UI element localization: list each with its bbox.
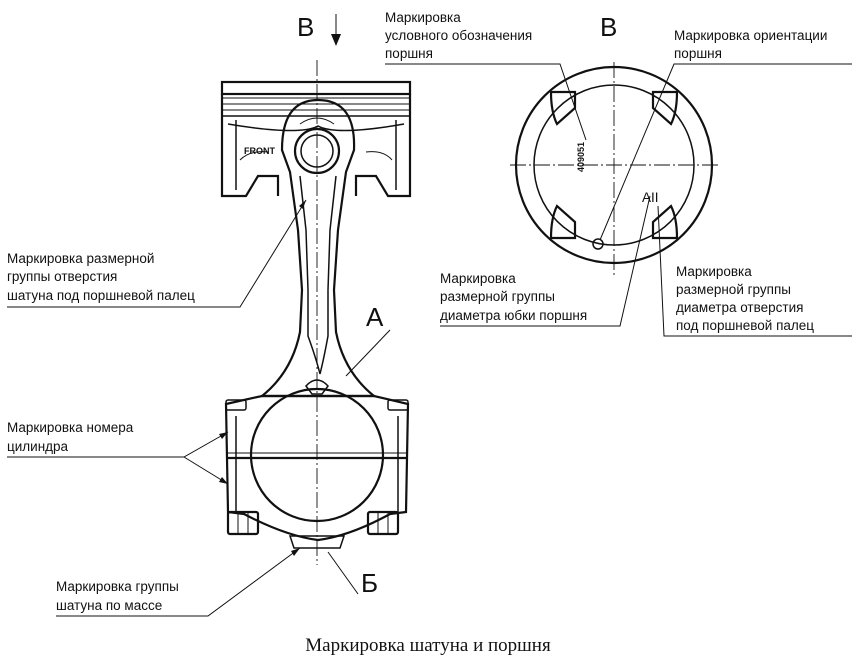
label-rod-bore-group: Маркировка размерной группы отверстия ша…	[7, 199, 307, 308]
svg-text:группы отверстия: группы отверстия	[7, 269, 117, 284]
svg-text:цилиндра: цилиндра	[7, 439, 69, 454]
svg-text:поршня: поршня	[674, 46, 722, 61]
svg-text:диаметра юбки поршня: диаметра юбки поршня	[440, 308, 587, 323]
big-end-bore	[249, 387, 385, 523]
svg-text:Маркировка: Маркировка	[440, 271, 516, 286]
size-group-stamp: AII	[642, 190, 659, 205]
svg-text:шатуна по массе: шатуна по массе	[56, 598, 162, 613]
orientation-dot	[592, 238, 604, 250]
label-mass-group: Маркировка группы шатуна по массе	[56, 547, 301, 617]
svg-text:размерной группы: размерной группы	[676, 282, 791, 297]
figure-caption: Маркировка шатуна и поршня	[305, 635, 551, 656]
svg-text:диаметра отверстия: диаметра отверстия	[676, 300, 803, 315]
view-letter-b-left: В	[297, 12, 314, 42]
svg-text:Маркировка ориентации: Маркировка ориентации	[674, 28, 827, 43]
label-pin-bore-size-group: Маркировка размерной группы диаметра отв…	[657, 205, 852, 337]
label-orientation: Маркировка ориентации поршня	[599, 28, 852, 241]
connecting-rod-assembly: В FRONT	[220, 12, 412, 598]
svg-text:шатуна под поршневой палец: шатуна под поршневой палец	[7, 288, 195, 303]
svg-text:Маркировка: Маркировка	[676, 264, 752, 279]
connecting-rod	[258, 98, 378, 398]
svg-text:Маркировка номера: Маркировка номера	[7, 420, 134, 435]
view-letter-b-bottom: Б	[361, 568, 378, 598]
small-end-bore	[293, 127, 341, 175]
view-letter-a: А	[366, 302, 384, 332]
svg-text:условного обозначения: условного обозначения	[385, 28, 532, 43]
svg-text:поршня: поршня	[385, 46, 433, 61]
svg-text:Маркировка размерной: Маркировка размерной	[7, 251, 154, 266]
front-stamp: FRONT	[244, 146, 275, 156]
label-cylinder-number: Маркировка номера цилиндра	[7, 420, 229, 485]
piston-top-view: В 409051 AII	[510, 12, 718, 276]
piston-crown-outline	[514, 65, 714, 265]
piston-side-view	[220, 80, 412, 198]
piston-code-stamp: 409051	[576, 142, 586, 172]
view-arrow-head	[331, 34, 341, 46]
label-skirt-size-group: Маркировка размерной группы диаметра юбк…	[440, 195, 651, 327]
label-designation: Маркировка условного обозначения поршня	[385, 10, 587, 141]
svg-text:Маркировка группы: Маркировка группы	[56, 579, 179, 594]
svg-text:Маркировка: Маркировка	[385, 10, 461, 25]
bolt-head-left	[226, 510, 260, 536]
rod-big-end	[224, 387, 410, 549]
svg-text:под поршневой палец: под поршневой палец	[676, 318, 814, 333]
view-letter-b-right: В	[600, 12, 617, 42]
bolt-head-right	[366, 510, 400, 536]
svg-text:размерной группы: размерной группы	[440, 289, 555, 304]
